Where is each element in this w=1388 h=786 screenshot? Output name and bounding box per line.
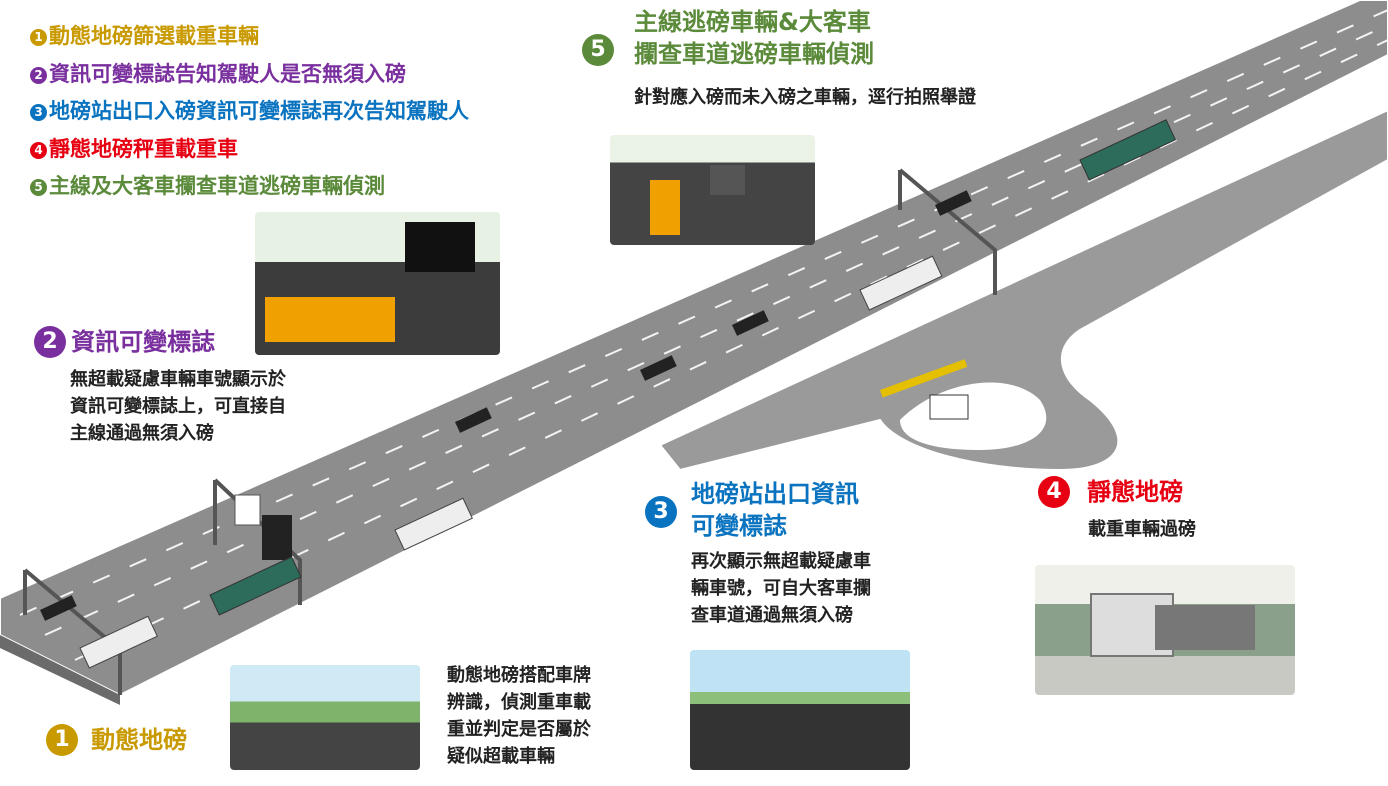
callout-step3: 3 地磅站出口資訊 可變標誌 再次顯示無超載疑慮車 輛車號，可自大客車攔 查車道…: [645, 478, 871, 629]
photo-evasion-detection: [610, 135, 815, 245]
step5-desc: 針對應入磅而未入磅之車輛，逕行拍照舉證: [634, 87, 976, 108]
step5-title-line1: 主線逃磅車輛&大客車: [634, 8, 871, 36]
callout-step5: 5 主線逃磅車輛&大客車 攔查車道逃磅車輛偵測 針對應入磅而未入磅之車輛，逕行拍…: [582, 6, 976, 111]
photo-exit-sign: [690, 650, 910, 770]
callout-step4: 4 靜態地磅 載重車輛過磅: [1038, 476, 1196, 543]
step2-desc: 無超載疑慮車輛車號顯示於 資訊可變標誌上，可直接自 主線通過無須入磅: [70, 369, 286, 444]
step3-badge: 3: [645, 496, 677, 528]
photo-weigh-in-motion: [230, 665, 420, 770]
step1-badge: 1: [46, 724, 78, 756]
step2-badge: 2: [34, 326, 66, 358]
main-highway: [0, 0, 1388, 697]
step5-title-line2: 攔查車道逃磅車輛偵測: [634, 40, 874, 68]
step1-title: 動態地磅: [91, 726, 188, 754]
vehicles: [40, 119, 1177, 669]
weigh-station-ramp: [658, 108, 1388, 472]
step5-badge: 5: [582, 34, 614, 66]
step4-badge: 4: [1038, 476, 1070, 508]
callout-step2: 2 資訊可變標誌 無超載疑慮車輛車號顯示於 資訊可變標誌上，可直接自 主線通過無…: [34, 326, 286, 447]
photo-static-scale: [1035, 565, 1295, 695]
callout-step1: 1 動態地磅: [46, 724, 187, 756]
step3-title-line2: 可變標誌: [691, 512, 787, 540]
photo-variable-message-sign: [255, 212, 500, 355]
step4-desc: 載重車輛過磅: [1088, 519, 1196, 540]
step2-title: 資訊可變標誌: [71, 328, 216, 356]
step3-title-line1: 地磅站出口資訊: [691, 480, 859, 508]
step1-desc: 動態地磅搭配車牌 辨識，偵測重車載 重並判定是否屬於 疑似超載車輛: [447, 665, 591, 767]
step3-desc: 再次顯示無超載疑慮車 輛車號，可自大客車攔 查車道通過無須入磅: [691, 551, 871, 626]
step4-title: 靜態地磅: [1087, 478, 1184, 506]
